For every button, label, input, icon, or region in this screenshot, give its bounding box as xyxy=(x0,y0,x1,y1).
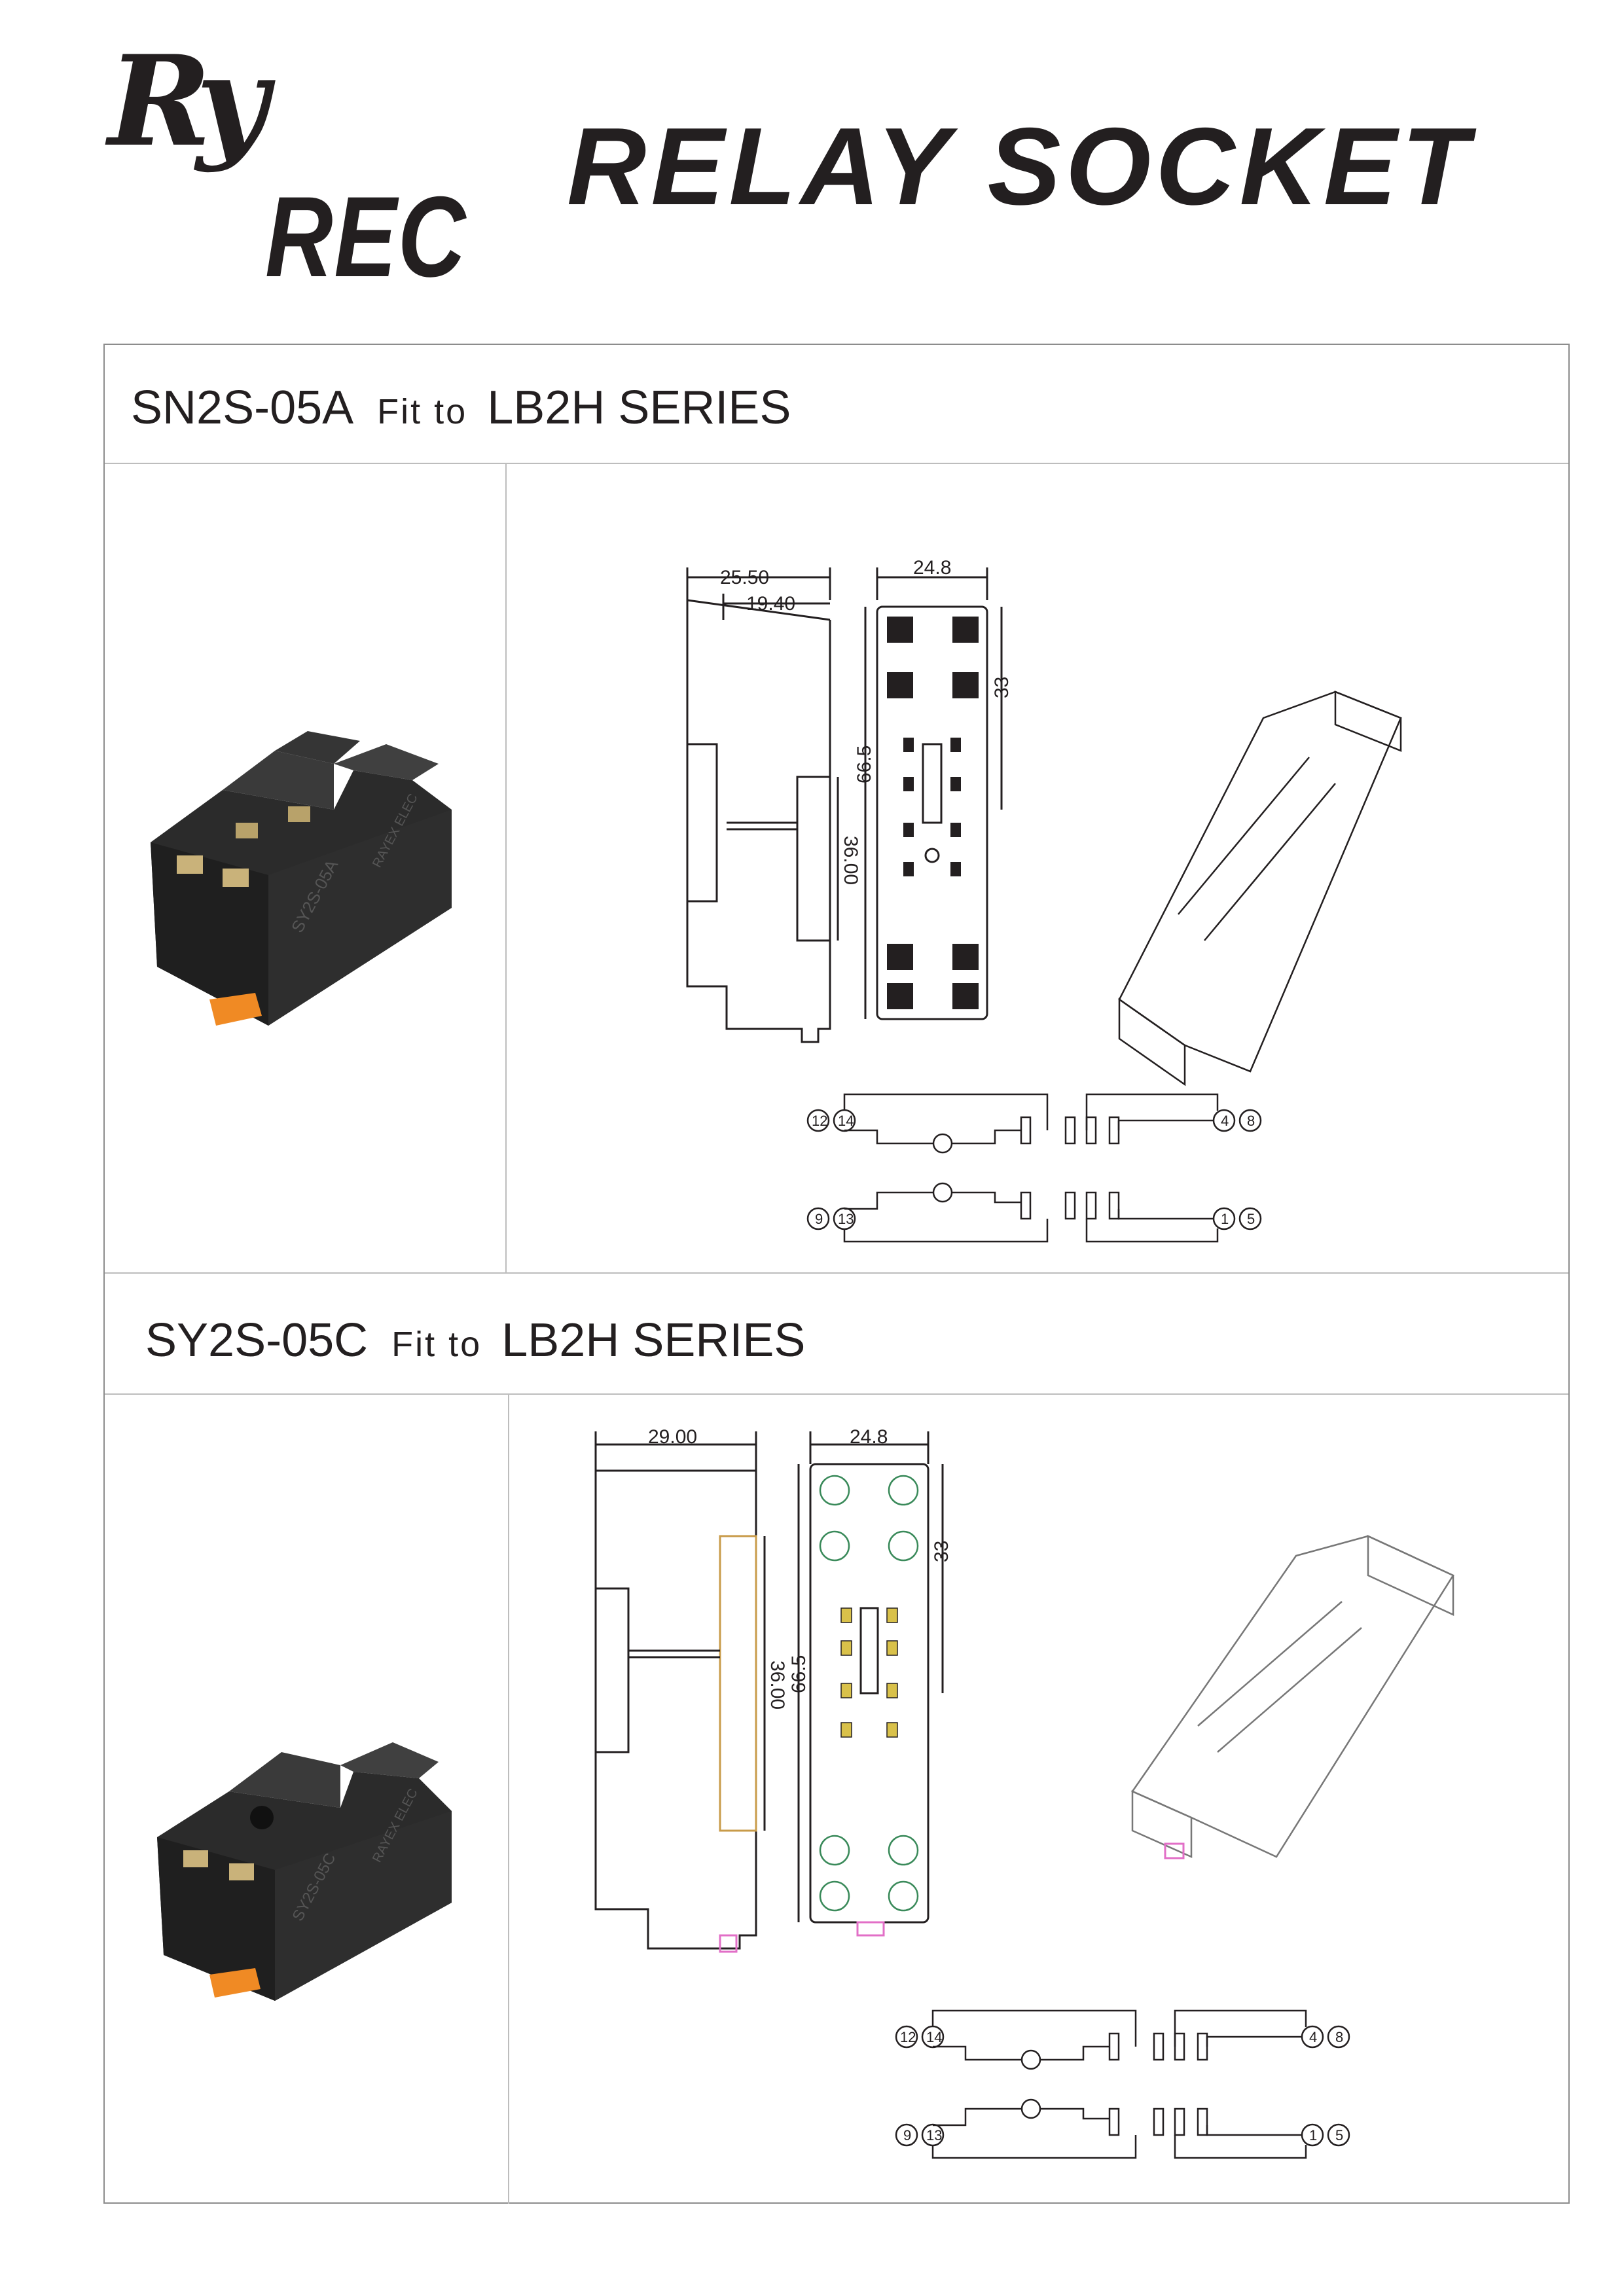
series-name: LB2H SERIES xyxy=(487,382,791,434)
dim-label: 24.8 xyxy=(913,557,951,579)
pin-label: 13 xyxy=(926,2127,942,2144)
dimension-drawing: 29.00 36.00 24.8 66.5 33 xyxy=(594,1426,1454,2159)
divider xyxy=(508,1395,509,2204)
pin-label: 1 xyxy=(1221,1211,1229,1227)
pin-label: 5 xyxy=(1335,2127,1343,2144)
dim-label: 66.5 xyxy=(788,1655,810,1693)
pin-label: 8 xyxy=(1247,1113,1255,1129)
product-photo: SY2S-05A RAYEX ELEC xyxy=(151,731,452,1026)
pin-label: 12 xyxy=(812,1113,827,1129)
logo-text: REC xyxy=(265,173,467,301)
dimension-drawing: 25.50 19.40 36.00 24.8 66.5 33 xyxy=(686,557,1402,1243)
dim-label: 29.00 xyxy=(648,1426,697,1448)
product-photo: SY2S-05C RAYEX ELEC xyxy=(157,1742,452,2001)
model-name: SN2S-05A xyxy=(131,382,354,434)
dim-label: 25.50 xyxy=(720,567,769,588)
pin-label: 9 xyxy=(815,1211,823,1227)
page-title: RELAY SOCKET xyxy=(567,105,1473,228)
pin-label: 14 xyxy=(926,2029,942,2045)
model-name: SY2S-05C xyxy=(145,1314,369,1367)
divider xyxy=(105,1393,1568,1395)
pin-label: 8 xyxy=(1335,2029,1343,2045)
section-header: SN2S-05A Fit to LB2H SERIES xyxy=(131,384,791,431)
pin-label: 4 xyxy=(1221,1113,1229,1129)
dim-label: 36.00 xyxy=(840,836,861,885)
section-header: SY2S-05C Fit to LB2H SERIES xyxy=(145,1317,805,1364)
pin-label: 14 xyxy=(838,1113,854,1129)
divider xyxy=(505,464,507,1272)
divider xyxy=(105,463,1568,464)
dim-label: 33 xyxy=(991,677,1013,698)
divider xyxy=(105,1272,1568,1274)
fit-to-label: Fit to xyxy=(377,392,468,431)
pin-label: 9 xyxy=(903,2127,911,2144)
pin-label: 13 xyxy=(838,1211,854,1227)
product-table: SN2S-05A Fit to LB2H SERIES SY2S-05C Fit to… xyxy=(103,344,1570,2204)
dim-label: 33 xyxy=(931,1541,952,1562)
pin-label: 1 xyxy=(1309,2127,1317,2144)
series-name: LB2H SERIES xyxy=(501,1314,806,1367)
logo-script: Ry xyxy=(108,28,268,174)
pin-label: 12 xyxy=(900,2029,916,2045)
dim-label: 24.8 xyxy=(850,1426,888,1448)
pin-label: 4 xyxy=(1309,2029,1317,2045)
dim-label: 36.00 xyxy=(767,1660,788,1710)
brand-logo: Ry REC xyxy=(108,28,475,295)
fit-to-label: Fit to xyxy=(391,1325,482,1364)
pin-label: 5 xyxy=(1247,1211,1255,1227)
dim-label: 66.5 xyxy=(854,745,875,783)
